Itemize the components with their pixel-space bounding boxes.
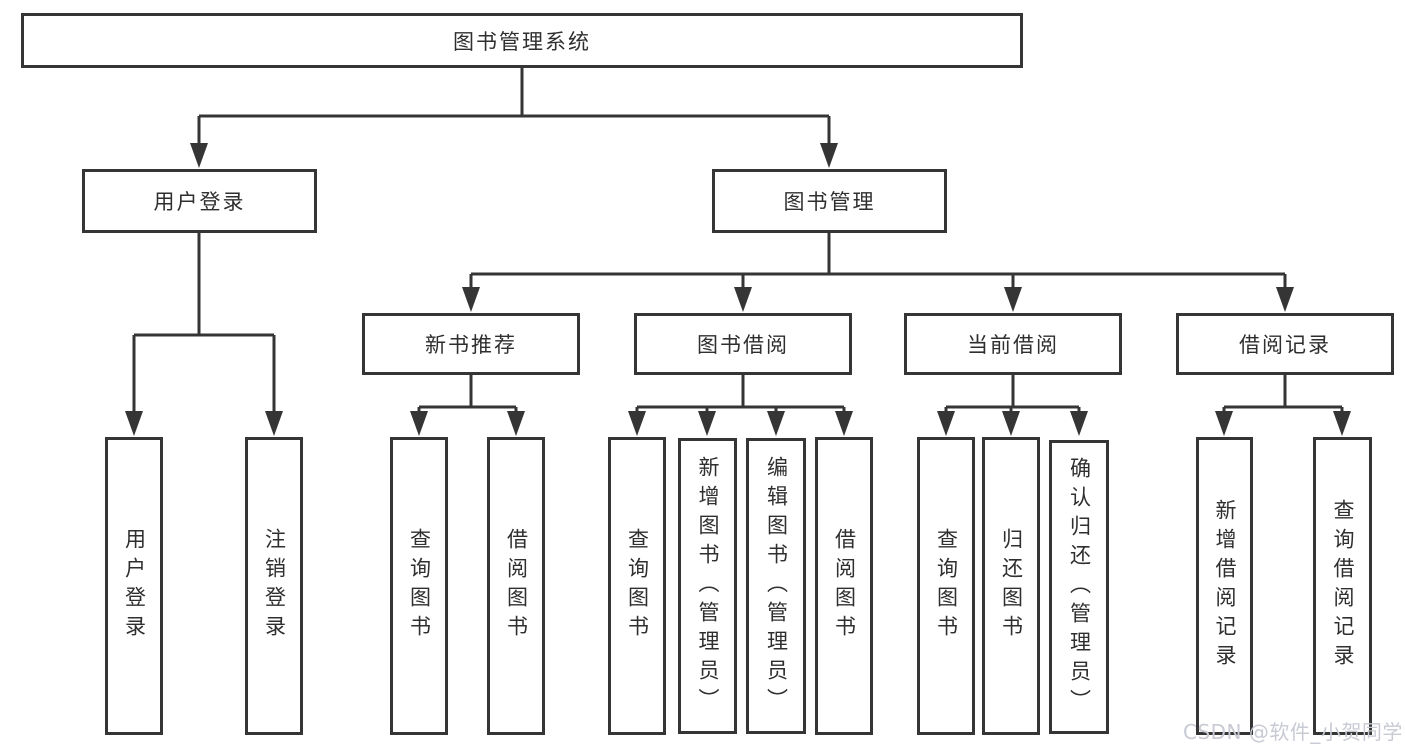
arrowhead [698,411,716,436]
leaf-new-books-query: 查询图书 [390,437,448,735]
arrowheads [125,143,1351,436]
arrowhead [125,411,143,436]
watermark: CSDN @软件_小贺同学 [1183,720,1403,744]
arrowhead [1215,411,1233,436]
node-root: 图书管理系统 [21,13,1023,68]
arrowhead [190,143,208,168]
leaf-records-add: 新增借阅记录 [1196,437,1253,735]
leaf-current-return: 归还图书 [982,437,1040,735]
arrowhead [1276,287,1294,312]
arrowhead [462,287,480,312]
arrowhead [734,287,752,312]
leaf-borrow-query: 查询图书 [608,437,666,735]
node-borrow-records: 借阅记录 [1176,313,1394,375]
leaf-user-login: 用户登录 [105,437,163,735]
arrowhead [628,411,646,436]
node-new-book-recommend: 新书推荐 [362,313,580,375]
leaf-logout: 注销登录 [245,437,303,735]
leaf-borrow-edit-admin: 编辑图书（管理员） [746,438,806,734]
arrowhead [507,411,525,436]
leaf-records-query: 查询借阅记录 [1313,437,1372,735]
arrowhead [1002,411,1020,436]
arrowhead [835,411,853,436]
arrowhead [767,411,785,436]
node-book-management: 图书管理 [712,169,947,233]
arrowhead [1004,287,1022,312]
arrowhead [937,411,955,436]
leaf-current-query: 查询图书 [917,437,975,735]
node-current-borrow: 当前借阅 [904,313,1122,375]
arrowhead [820,143,838,168]
node-book-borrow: 图书借阅 [634,313,852,375]
leaf-current-confirm-admin: 确认归还（管理员） [1049,440,1109,734]
node-user-login: 用户登录 [82,169,317,233]
leaf-borrow-add-admin: 新增图书（管理员） [678,438,737,734]
leaf-borrow-borrow: 借阅图书 [815,437,873,735]
arrowhead [1333,411,1351,436]
arrowhead [410,411,428,436]
arrowhead [265,411,283,436]
arrowhead [1070,411,1088,436]
leaf-new-books-borrow: 借阅图书 [487,437,545,735]
